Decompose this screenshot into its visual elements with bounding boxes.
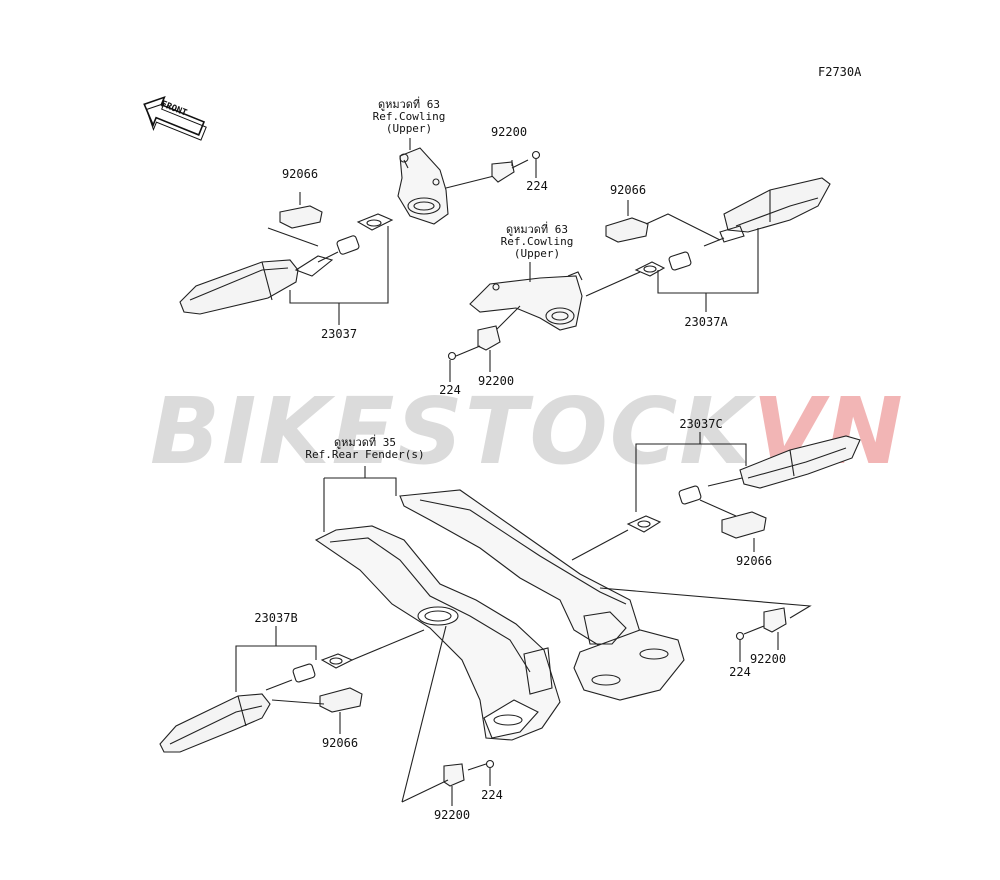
cowling-bracket-center xyxy=(469,271,583,331)
part-label-92066: 92066 xyxy=(609,183,647,197)
ref-cowling-upper-center: ดูหมวดที่ 63 Ref.Cowling (Upper) xyxy=(500,223,574,260)
cowling-bracket-left xyxy=(397,147,449,225)
part-label-92200: 92200 xyxy=(433,808,471,822)
rear-fender-frame xyxy=(314,489,685,741)
watermark: BIKESTOCKVN xyxy=(150,378,905,485)
part-label-23037b: 23037B xyxy=(254,611,298,625)
turn-signal-upper-right xyxy=(605,177,831,277)
part-label-92066: 92066 xyxy=(321,736,359,750)
ref-cowling-upper-left: ดูหมวดที่ 63 Ref.Cowling (Upper) xyxy=(372,98,446,135)
part-label-23037a: 23037A xyxy=(684,315,728,329)
part-label-92066: 92066 xyxy=(281,167,319,181)
diagram-code: F2730A xyxy=(818,65,862,79)
part-label-224: 224 xyxy=(439,383,461,397)
part-label-92200: 92200 xyxy=(490,125,528,139)
part-label-92200: 92200 xyxy=(477,374,515,388)
part-label-23037c: 23037C xyxy=(679,417,723,431)
turn-signal-upper-left xyxy=(179,205,394,315)
part-label-224: 224 xyxy=(526,179,548,193)
part-label-92066: 92066 xyxy=(735,554,773,568)
part-label-23037: 23037 xyxy=(320,327,358,341)
front-arrow-icon xyxy=(143,95,207,141)
turn-signal-rear-right xyxy=(626,435,861,539)
ref-rear-fender: ดูหมวดที่ 35 Ref.Rear Fender(s) xyxy=(305,436,425,461)
part-label-224: 224 xyxy=(481,788,503,802)
turn-signal-rear-left xyxy=(159,653,363,753)
part-label-92200: 92200 xyxy=(749,652,787,666)
part-label-224: 224 xyxy=(729,665,751,679)
